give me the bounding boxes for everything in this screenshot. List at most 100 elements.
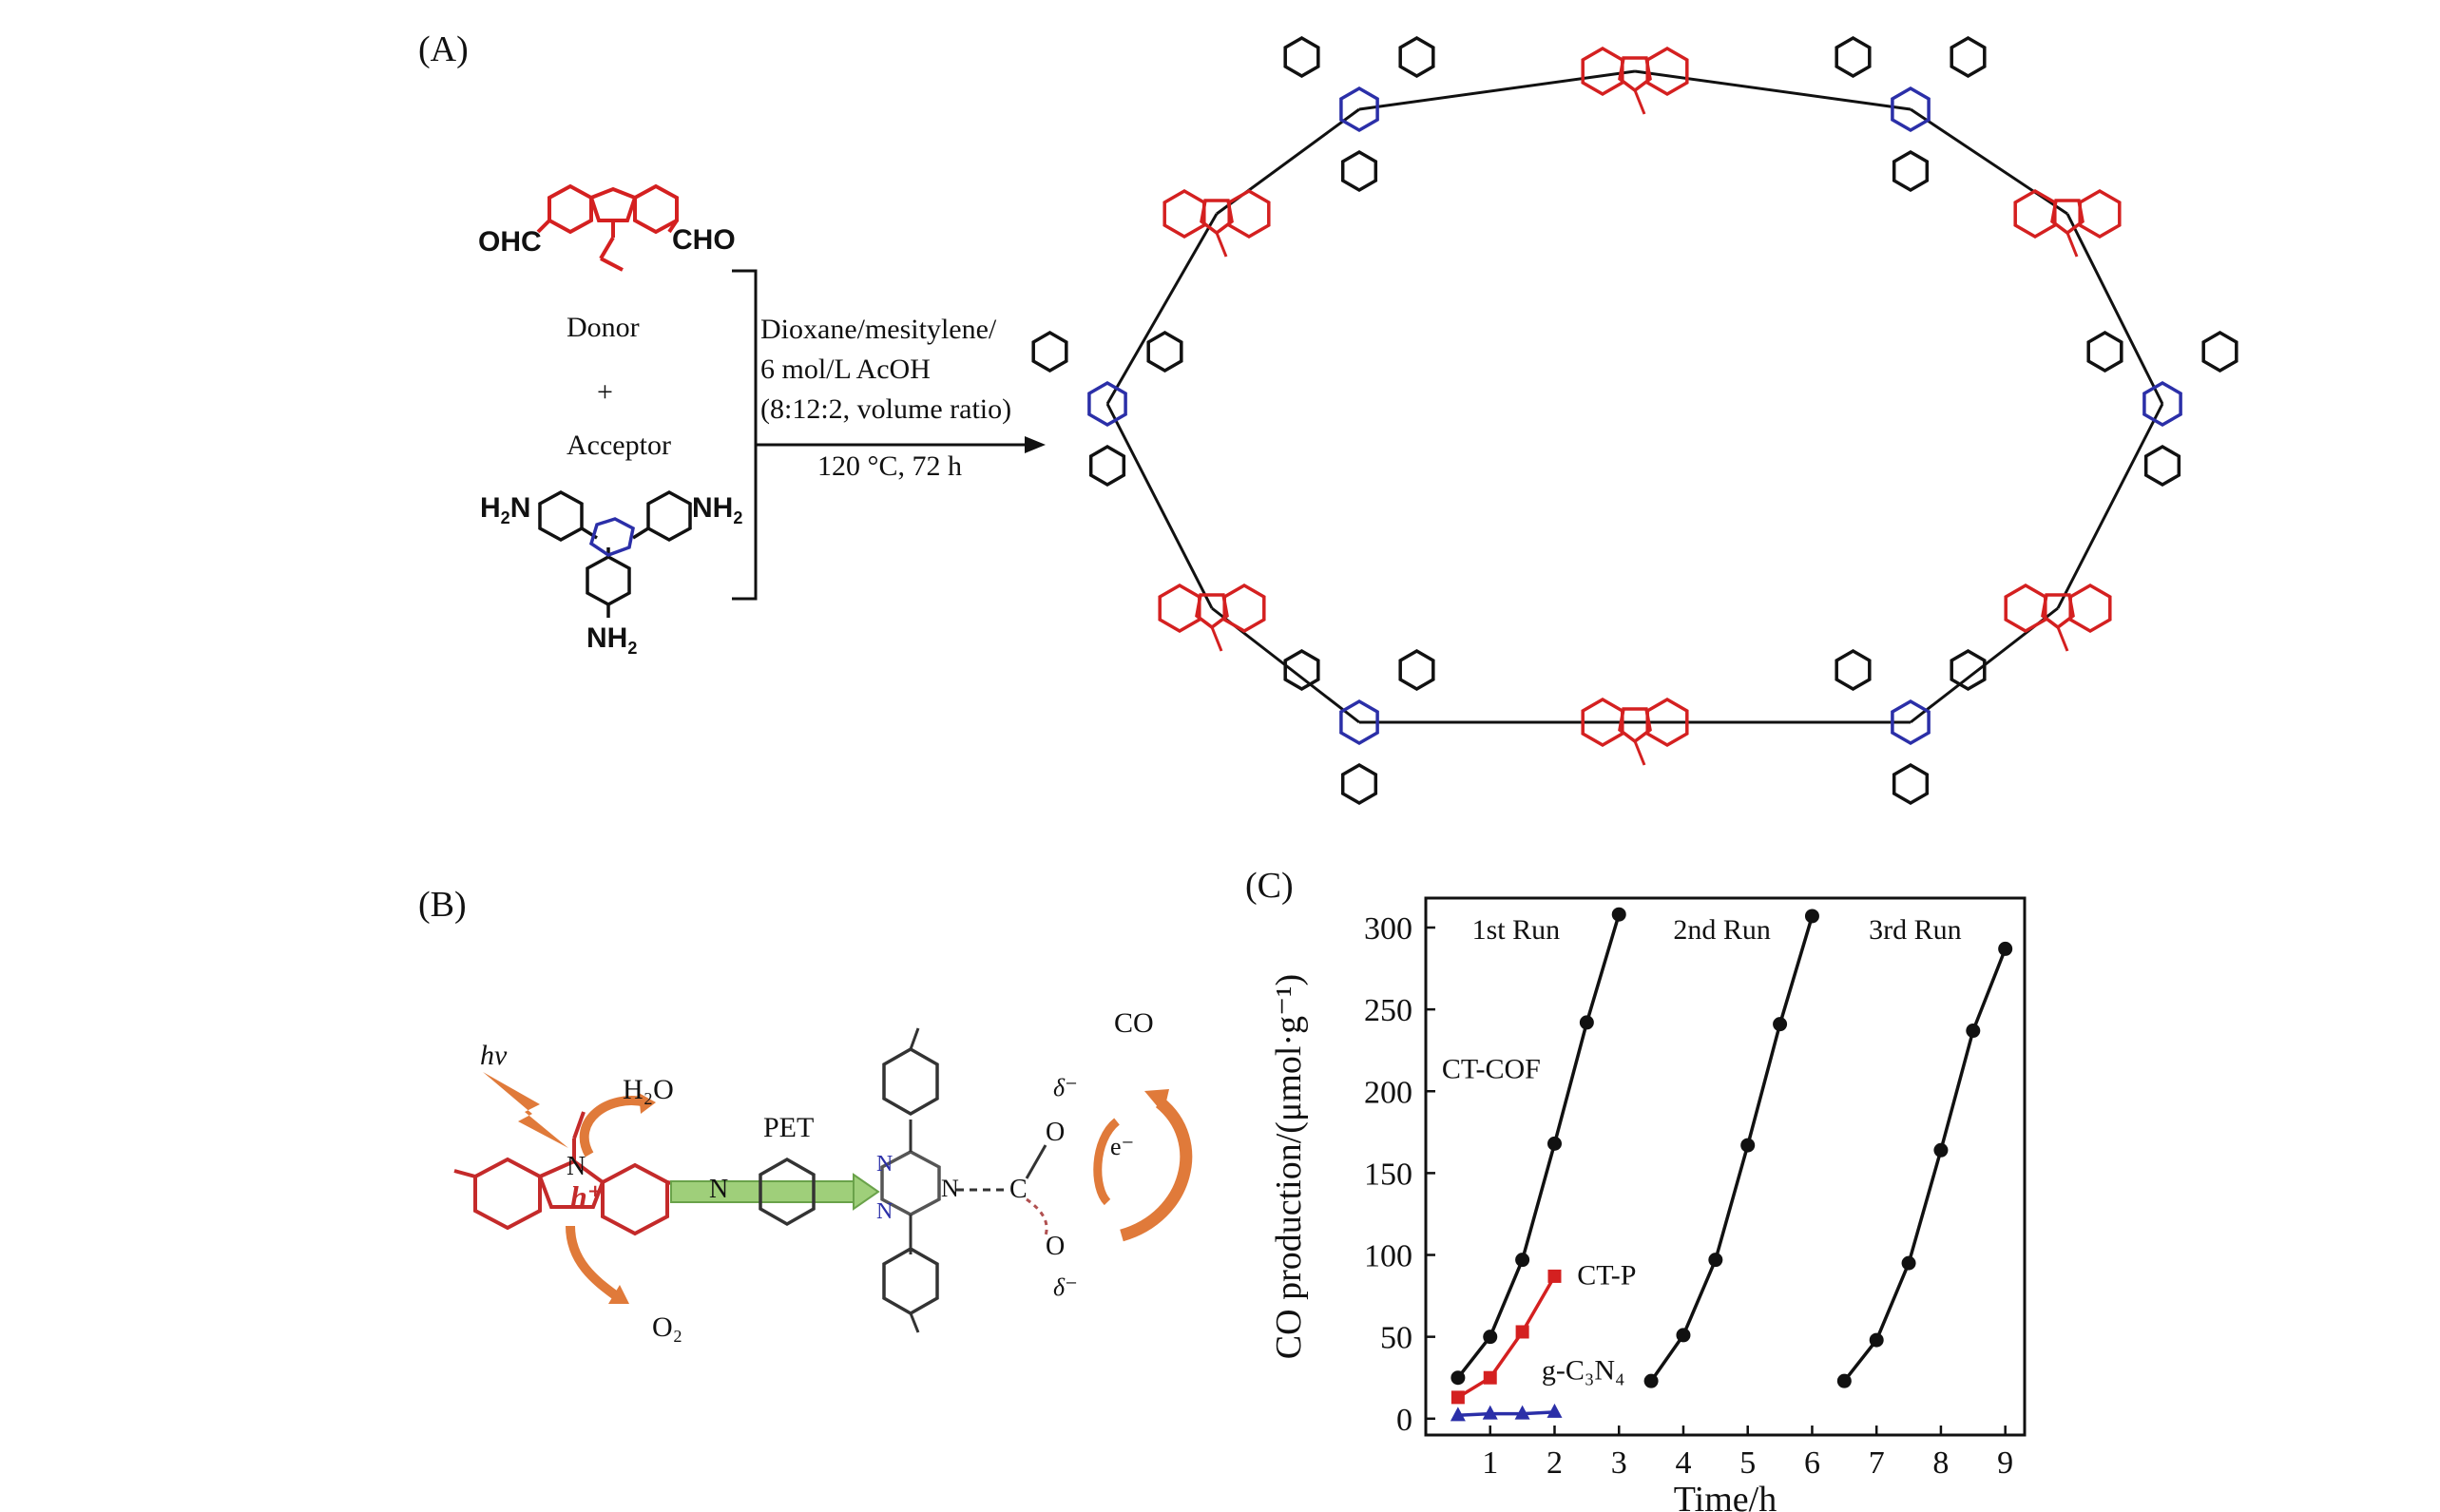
delta-minus-top: δ⁻ (1053, 1074, 1078, 1101)
triazine-ring (1339, 86, 1379, 133)
phenyl-ring (1892, 149, 1930, 193)
y-tick-label: 100 (1364, 1239, 1412, 1274)
framework-bond (1634, 69, 1912, 111)
y-tick-label: 250 (1364, 993, 1412, 1028)
hole-label: h⁺ (570, 1179, 604, 1214)
data-point (1451, 1390, 1465, 1405)
data-point (1547, 1269, 1562, 1283)
condition-line-1: Dioxane/mesitylene/ (760, 314, 997, 345)
data-point (1998, 941, 2013, 956)
data-point (1483, 1370, 1497, 1385)
carbazole-pyrrole-ring (2050, 199, 2085, 236)
condition-line-3: (8:12:2, volume ratio) (760, 393, 1012, 425)
x-tick-label: 8 (1932, 1445, 1949, 1481)
phenyl-ring (2143, 444, 2181, 488)
panel-label-c: (C) (1245, 866, 1294, 906)
delta-minus-bottom: δ⁻ (1053, 1273, 1078, 1301)
panel-label-b: (B) (418, 885, 467, 925)
imine-n: N (709, 1175, 729, 1204)
carbazole-pyrrole-ring (1618, 56, 1652, 93)
y-tick-label: 50 (1380, 1321, 1412, 1356)
x-axis-title: Time/h (1674, 1480, 1777, 1512)
carbazole-pyrrole-ring (1200, 199, 1234, 236)
series-line (1456, 913, 1621, 1379)
run-annotation: 3rd Run (1869, 914, 1962, 946)
oxygen-label: O₂ (652, 1311, 683, 1343)
phenyl-ring (1950, 35, 1987, 79)
framework-bond (2056, 403, 2164, 609)
carbazole-pyrrole-ring (1618, 707, 1652, 744)
x-tick-label: 7 (1869, 1445, 1885, 1481)
data-point (1773, 1017, 1788, 1032)
phenyl-ring (1950, 648, 1987, 692)
oxygen-atom-1: O (1046, 1118, 1066, 1147)
data-point (1547, 1136, 1562, 1151)
phenyl-ring (1031, 330, 1068, 373)
x-tick-label: 1 (1482, 1445, 1498, 1481)
y-tick-label: 150 (1364, 1157, 1412, 1192)
donor-aldehyde-left: OHC (478, 226, 542, 258)
series-line (1649, 915, 1815, 1383)
triazine-n-2: N (876, 1199, 893, 1224)
data-point (1966, 1024, 1981, 1039)
series-label: g-C₃N₄ (1542, 1354, 1625, 1386)
triazine-n-3: N (941, 1175, 959, 1202)
ethyl-group (1210, 626, 1223, 652)
triazine-ring (1891, 699, 1931, 746)
acceptor-amine-right: NH2 (692, 492, 743, 527)
phenyl-ring (1146, 330, 1183, 373)
x-tick-label: 9 (1997, 1445, 2013, 1481)
data-point (1611, 907, 1626, 922)
data-point (1901, 1255, 1916, 1271)
phenyl-ring (1398, 648, 1435, 692)
phenyl-ring (1835, 35, 1872, 79)
acceptor-amine-left: H2N (480, 492, 531, 527)
data-point (1515, 1253, 1530, 1268)
y-tick-label: 0 (1396, 1403, 1412, 1438)
triazine-ring (1891, 86, 1931, 133)
data-point (1740, 1138, 1756, 1153)
run-annotation: 1st Run (1472, 914, 1561, 946)
phenyl-ring (2086, 330, 2123, 373)
data-point (1869, 1332, 1884, 1348)
ethyl-group (2056, 626, 2069, 652)
carbazole-pyrrole-ring (2041, 593, 2075, 630)
carbazole-pyrrole-ring (1195, 593, 1229, 630)
donor-aldehyde-right: CHO (672, 224, 736, 256)
triazine-ring (2142, 380, 2182, 428)
carbon-label: C (1009, 1175, 1028, 1204)
x-tick-label: 5 (1739, 1445, 1756, 1481)
phenyl-ring (1835, 648, 1872, 692)
oxygen-atom-2: O (1046, 1232, 1066, 1261)
data-point (1547, 1403, 1563, 1418)
framework-bond (2065, 213, 2164, 405)
series-line (1457, 1410, 1555, 1418)
acceptor-amine-bottom: NH2 (586, 622, 638, 658)
x-tick-label: 6 (1804, 1445, 1820, 1481)
co-product-label: CO (1114, 1007, 1154, 1039)
x-tick-label: 3 (1611, 1445, 1627, 1481)
electron-label: e⁻ (1110, 1133, 1135, 1160)
x-tick-label: 4 (1675, 1445, 1691, 1481)
data-point (1514, 1405, 1530, 1420)
phenyl-ring (2201, 330, 2238, 373)
data-point (1450, 1407, 1466, 1422)
framework-bond (1105, 403, 1214, 609)
plus-sign: + (597, 376, 613, 408)
triazine-n-1: N (876, 1152, 893, 1177)
y-tick-label: 200 (1364, 1075, 1412, 1110)
phenyl-ring (1340, 762, 1378, 806)
data-point (1579, 1015, 1594, 1030)
acceptor-label: Acceptor (567, 430, 671, 461)
series-line (1456, 1275, 1557, 1399)
phenyl-ring (1283, 648, 1320, 692)
condition-line-4: 120 °C, 72 h (817, 450, 963, 482)
phenyl-ring (1088, 444, 1126, 488)
ethyl-group (1633, 740, 1646, 766)
run-annotation: 2nd Run (1673, 914, 1771, 946)
data-point (1676, 1328, 1691, 1343)
data-point (1515, 1325, 1529, 1339)
